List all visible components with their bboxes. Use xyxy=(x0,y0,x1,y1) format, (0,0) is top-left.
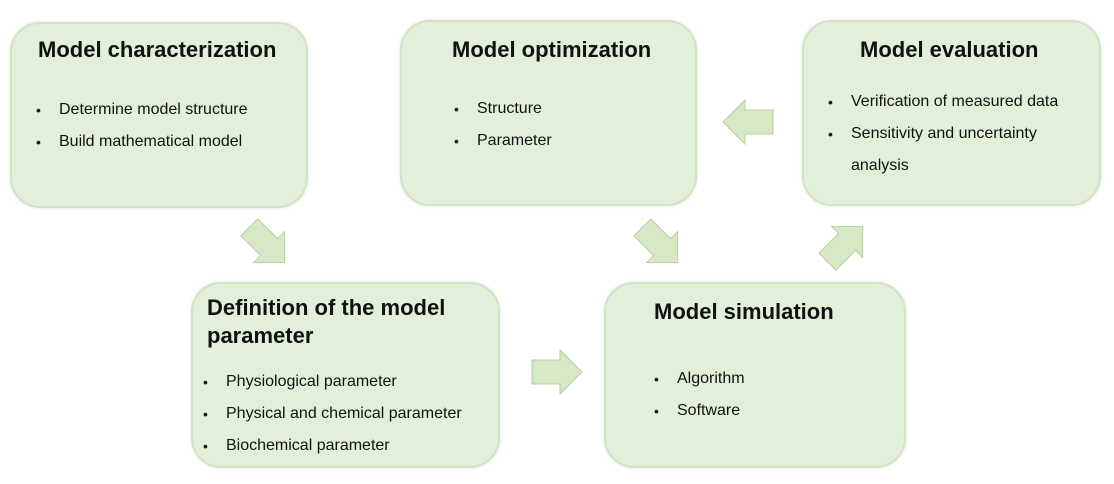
bullet-list: Structure Parameter xyxy=(454,93,552,157)
box-model-characterization: Model characterization Determine model s… xyxy=(10,22,308,208)
bullet-item: Physical and chemical parameter xyxy=(203,398,462,430)
bullet-list: Physiological parameter Physical and che… xyxy=(203,366,462,462)
box-title: Model optimization xyxy=(452,37,652,62)
bullet-item: Build mathematical model xyxy=(36,126,248,158)
bullet-list: Determine model structure Build mathemat… xyxy=(36,94,248,158)
flow-arrow-definition-to-simulation xyxy=(531,348,583,396)
box-title: Model simulation xyxy=(654,299,834,324)
box-title: Model characterization xyxy=(38,37,277,62)
box-model-simulation: Model simulation Algorithm Software xyxy=(604,282,906,468)
bullet-item: Structure xyxy=(454,93,552,125)
bullet-item: Determine model structure xyxy=(36,94,248,126)
bullet-item: Physiological parameter xyxy=(203,366,462,398)
flow-arrow-simulation-to-evaluation xyxy=(818,225,864,271)
bullet-item: Biochemical parameter xyxy=(203,430,462,462)
bullet-item: Verification of measured data xyxy=(828,86,1090,118)
bullet-list: Verification of measured data Sensitivit… xyxy=(828,86,1090,182)
flow-arrow-characterization-to-definition xyxy=(240,218,286,264)
box-definition-model-parameter: Definition of the model parameter Physio… xyxy=(191,282,500,468)
box-model-evaluation: Model evaluation Verification of measure… xyxy=(802,20,1101,206)
bullet-item: Sensitivity and uncertainty analysis xyxy=(828,118,1090,182)
bullet-list: Algorithm Software xyxy=(654,363,745,427)
bullet-item: Parameter xyxy=(454,125,552,157)
bullet-item: Algorithm xyxy=(654,363,745,395)
box-title: Definition of the model parameter xyxy=(207,295,446,348)
bullet-item: Software xyxy=(654,395,745,427)
box-model-optimization: Model optimization Structure Parameter xyxy=(400,20,697,206)
flow-arrow-evaluation-to-optimization xyxy=(722,98,774,146)
box-title: Model evaluation xyxy=(860,37,1039,62)
flow-arrow-optimization-to-simulation xyxy=(633,218,679,264)
